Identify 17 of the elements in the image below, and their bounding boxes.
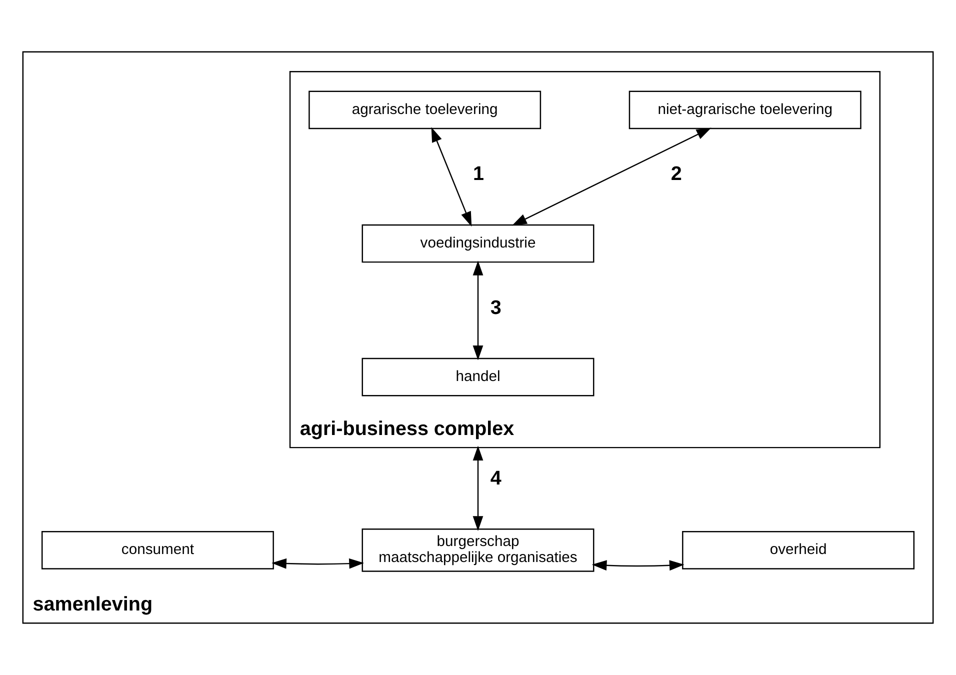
node-box: voedingsindustrie	[362, 224, 594, 263]
arrow	[512, 128, 712, 226]
edge-label: 1	[473, 163, 484, 186]
arrow	[272, 558, 364, 569]
arrow	[472, 446, 484, 531]
edge-label: 4	[490, 467, 502, 490]
node-box: niet-agrarische toelevering	[628, 90, 862, 130]
arrow	[592, 560, 684, 571]
node-box: agrarische toelevering	[308, 90, 542, 130]
edge-label: 3	[490, 296, 502, 319]
node-box: consument	[41, 531, 274, 570]
node-box: burgerschap maatschappelijke organisaties	[362, 528, 594, 572]
arrow	[431, 127, 472, 227]
edge-label: 2	[670, 163, 682, 186]
arrow	[472, 260, 484, 360]
node-box: overheid	[682, 531, 915, 570]
node-box: handel	[362, 358, 594, 396]
